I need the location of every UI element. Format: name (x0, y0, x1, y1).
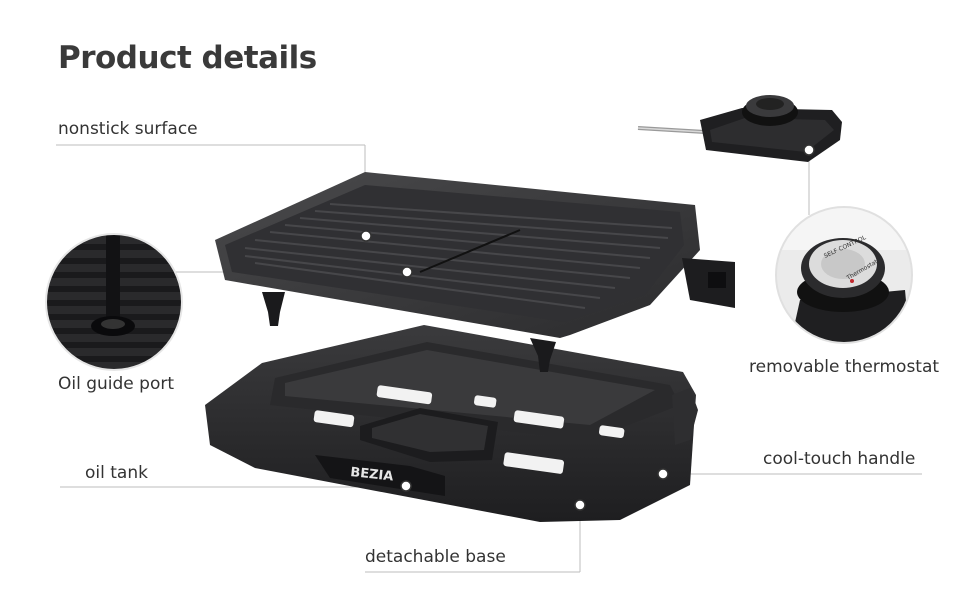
label-oil-tank: oil tank (85, 463, 148, 483)
marker-oil-port (401, 266, 413, 278)
marker-thermostat (803, 144, 815, 156)
label-nonstick-surface: nonstick surface (58, 119, 198, 139)
label-oil-guide-port: Oil guide port (58, 374, 175, 394)
callout-markers (360, 144, 815, 511)
marker-base (574, 499, 586, 511)
thermostat-probe (637, 95, 842, 162)
marker-handle (657, 468, 669, 480)
detachable-base: BEZIA (205, 325, 698, 522)
label-removable-thermostat: removable thermostat (749, 357, 940, 377)
thermostat-dial-detail: SELF CONTROL Thermostat (775, 206, 913, 344)
marker-nonstick (360, 230, 372, 242)
label-detachable-base: detachable base (365, 547, 506, 567)
grill-plate (215, 172, 735, 372)
label-cool-touch-handle: cool-touch handle (763, 449, 916, 469)
marker-oil-tank (400, 480, 412, 492)
brand-logo: BEZIA (350, 465, 394, 484)
page-title: Product details (58, 40, 317, 76)
oil-guide-port-detail (45, 233, 183, 371)
